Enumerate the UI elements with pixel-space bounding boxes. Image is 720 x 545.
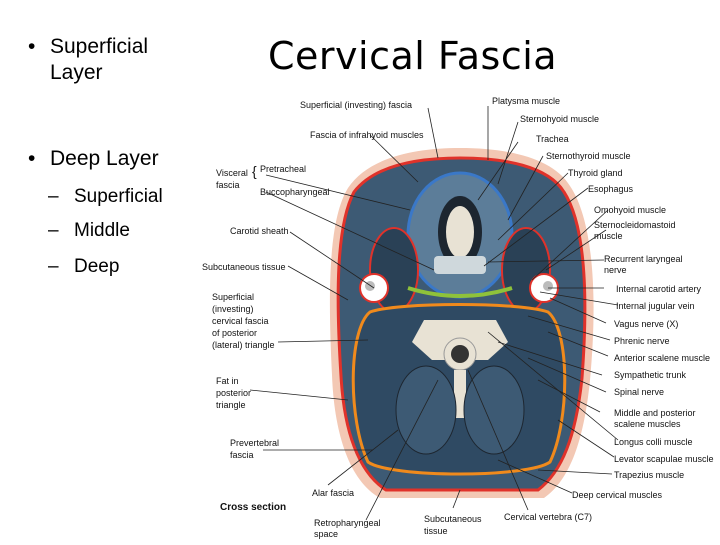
- label-cervical-vertebra: Cervical vertebra (C7): [504, 512, 592, 522]
- label-buccopharyngeal: Buccopharyngeal: [260, 187, 330, 197]
- subbullet-superficial: –Superficial: [48, 184, 163, 210]
- label-trachea: Trachea: [536, 134, 569, 144]
- label-superficial-investing-fascia: Superficial (investing) fascia: [300, 100, 412, 110]
- label-thyroid-gland: Thyroid gland: [568, 168, 623, 178]
- bullet-dot: •: [28, 146, 35, 172]
- label-prevertebral-2: fascia: [230, 450, 254, 460]
- label-scm-2: muscle: [594, 231, 623, 241]
- deep-muscle-right: [464, 366, 524, 454]
- label-recurrent-laryngeal-1: Recurrent laryngeal: [604, 254, 683, 264]
- deep-muscle-left: [396, 366, 456, 454]
- label-sup-inv-cerv-5: (lateral) triangle: [212, 340, 275, 350]
- label-anterior-scalene: Anterior scalene muscle: [614, 353, 710, 363]
- label-visceral-fascia: fascia: [216, 180, 240, 190]
- label-platysma: Platysma muscle: [492, 96, 560, 106]
- bullet-label: Deep Layer: [50, 146, 200, 172]
- label-internal-jugular: Internal jugular vein: [616, 301, 695, 311]
- label-fascia-infrahyoid: Fascia of infrahyoid muscles: [310, 130, 424, 140]
- label-subcutaneous-tissue: Subcutaneous tissue: [202, 262, 286, 272]
- label-esophagus: Esophagus: [588, 184, 634, 194]
- label-phrenic: Phrenic nerve: [614, 336, 670, 346]
- label-sternothyroid: Sternothyroid muscle: [546, 151, 631, 161]
- carotid-artery-right: [543, 281, 553, 291]
- label-longus-colli: Longus colli muscle: [614, 437, 693, 447]
- label-levator-scapulae: Levator scapulae muscle: [614, 454, 714, 464]
- cervical-fascia-figure: Superficial (investing) fascia Platysma …: [198, 80, 720, 540]
- label-carotid-sheath: Carotid sheath: [230, 226, 289, 236]
- label-fat-posterior-3: triangle: [216, 400, 246, 410]
- label-spinal-nerve: Spinal nerve: [614, 387, 664, 397]
- bullet-label: Superficial Layer: [50, 34, 200, 86]
- label-sup-inv-cerv-3: cervical fascia: [212, 316, 269, 326]
- label-cross-section: Cross section: [220, 502, 286, 513]
- esophagus-shape: [434, 256, 486, 274]
- label-fat-posterior-2: posterior: [216, 388, 251, 398]
- label-subcutaneous-bottom-1: Subcutaneous: [424, 514, 482, 524]
- trachea-lumen: [446, 206, 474, 258]
- label-mid-post-scalene-1: Middle and posterior: [614, 408, 696, 418]
- label-scm-1: Sternocleidomastoid: [594, 220, 676, 230]
- label-sternohyoid: Sternohyoid muscle: [520, 114, 599, 124]
- carotid-artery-left: [365, 281, 375, 291]
- label-recurrent-laryngeal-2: nerve: [604, 265, 627, 275]
- subbullet-deep: –Deep: [48, 254, 119, 280]
- label-alar-fascia: Alar fascia: [312, 488, 354, 498]
- neck-cross-section-diagram: Superficial (investing) fascia Platysma …: [198, 80, 720, 540]
- label-sup-inv-cerv-1: Superficial: [212, 292, 254, 302]
- brace-icon: {: [252, 163, 257, 179]
- label-sympathetic-trunk: Sympathetic trunk: [614, 370, 687, 380]
- label-fat-posterior-1: Fat in: [216, 376, 239, 386]
- bullet-dot: •: [28, 34, 35, 60]
- label-sup-inv-cerv-4: of posterior: [212, 328, 257, 338]
- label-subcutaneous-bottom-2: tissue: [424, 526, 448, 536]
- label-visceral: Visceral: [216, 168, 248, 178]
- label-internal-carotid: Internal carotid artery: [616, 284, 702, 294]
- label-vagus: Vagus nerve (X): [614, 319, 678, 329]
- label-retropharyngeal-1: Retropharyngeal: [314, 518, 381, 528]
- slide-title: Cervical Fascia: [268, 34, 557, 78]
- label-trapezius: Trapezius muscle: [614, 470, 684, 480]
- label-retropharyngeal-2: space: [314, 529, 338, 539]
- subbullet-middle: –Middle: [48, 218, 130, 244]
- label-pretracheal: Pretracheal: [260, 164, 306, 174]
- label-mid-post-scalene-2: scalene muscles: [614, 419, 681, 429]
- label-prevertebral-1: Prevertebral: [230, 438, 279, 448]
- label-omohyoid: Omohyoid muscle: [594, 205, 666, 215]
- spinal-cord: [451, 345, 469, 363]
- label-sup-inv-cerv-2: (investing): [212, 304, 254, 314]
- label-deep-cervical: Deep cervical muscles: [572, 490, 663, 500]
